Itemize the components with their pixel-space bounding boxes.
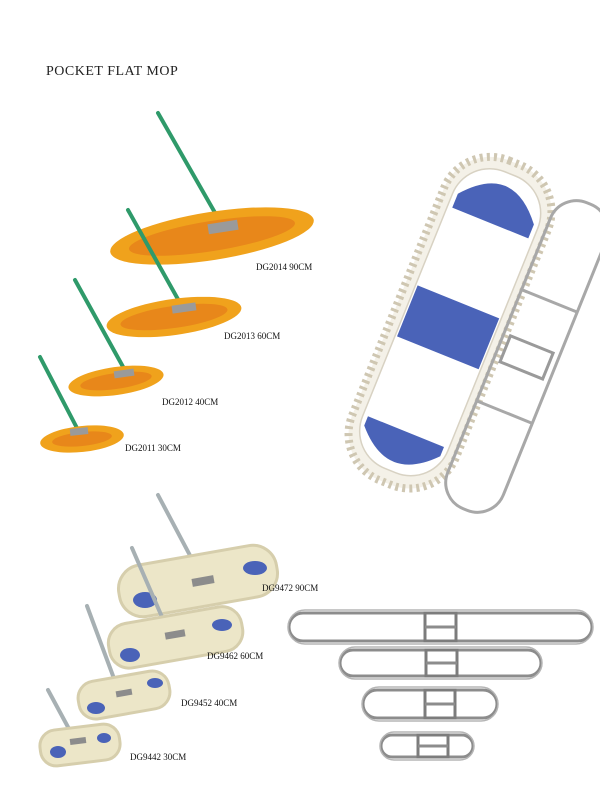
cream-mop-60: [106, 546, 245, 670]
frame-40: [361, 686, 499, 722]
cream-mop-40: [76, 604, 172, 721]
orange-mop-label-60: DG2013 60CM: [224, 331, 281, 341]
orange-mop-40: [68, 278, 164, 397]
orange-mop-label-90: DG2014 90CM: [256, 262, 313, 272]
cream-mop-label-90: DG9472 90CM: [262, 583, 319, 593]
frame-90: [287, 609, 594, 645]
page-title: POCKET FLAT MOP: [46, 64, 179, 79]
orange-mop-90: [110, 111, 314, 265]
frame-30: [379, 731, 475, 761]
orange-mop-label-40: DG2012 40CM: [162, 397, 219, 407]
cream-mop-label-30: DG9442 30CM: [130, 752, 187, 762]
frame-60: [338, 646, 543, 680]
cream-mop-label-60: DG9462 60CM: [207, 651, 264, 661]
orange-mop-30: [38, 355, 124, 453]
cream-mop-30: [38, 688, 122, 768]
orange-mop-label-30: DG2011 30CM: [125, 443, 181, 453]
cream-mop-90: [117, 493, 279, 619]
orange-mop-60: [106, 208, 242, 338]
cream-mop-label-40: DG9452 40CM: [181, 698, 238, 708]
